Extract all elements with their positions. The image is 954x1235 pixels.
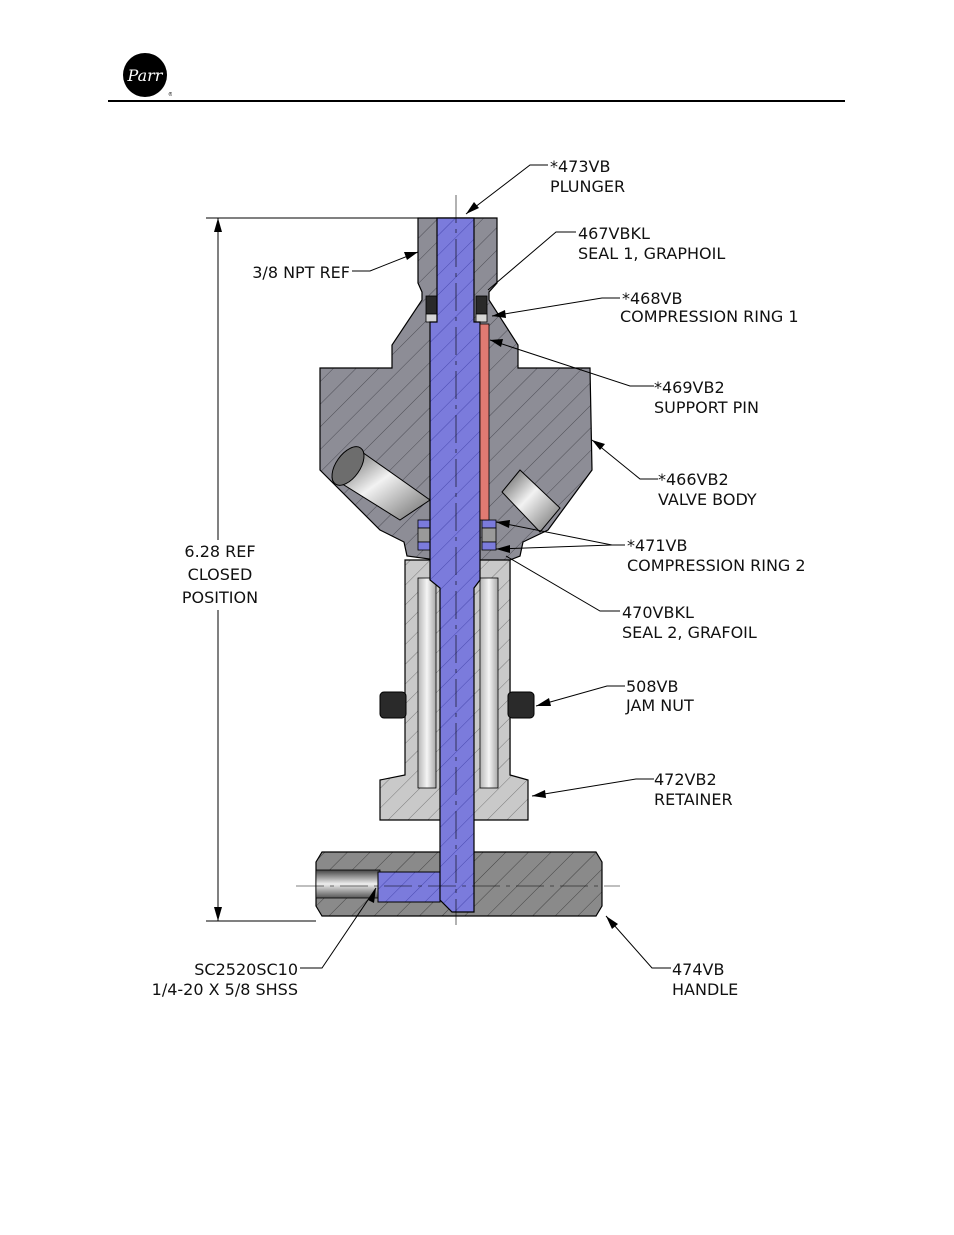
callout-retainer-desc: RETAINER [654,790,733,809]
callout-seal2-part: 470VBKL [622,603,694,622]
callout-screw-part: SC2520SC10 [194,960,298,979]
retainer-bore-right [480,578,498,788]
callout-body-desc: VALVE BODY [658,490,757,509]
seal-1-right [476,296,487,314]
jam-nut-left [380,692,406,718]
callout-handle-part: 474VB [672,960,724,979]
seal-2-right [482,528,496,542]
callout-cr2-desc: COMPRESSION RING 2 [627,556,806,575]
set-screw [378,872,440,902]
callout-plunger-part: *473VB [550,157,610,176]
callout-seal2-desc: SEAL 2, GRAFOIL [622,623,757,642]
callout-jamnut-desc: JAM NUT [625,696,694,715]
callout-retainer-part: 472VB2 [654,770,717,789]
handle-screw-bore [316,870,380,898]
callout-plunger-desc: PLUNGER [550,177,625,196]
callout-handle-desc: HANDLE [672,980,738,999]
retainer-bore-left [418,578,436,788]
compression-ring-1-right [476,314,487,322]
callout-pin-part: *469VB2 [654,378,725,397]
callout-pin-desc: SUPPORT PIN [654,398,759,417]
callout-screw-desc: 1/4-20 X 5/8 SHSS [152,980,298,999]
compression-ring-1-left [426,314,437,322]
callout-cr2-part: *471VB [627,536,687,555]
callout-cr1-desc: COMPRESSION RING 1 [620,307,799,326]
callout-jamnut-part: 508VB [626,677,678,696]
callout-seal1-part: 467VBKL [578,224,650,243]
dimension-line3: POSITION [182,588,258,607]
compression-ring-2a-right [482,520,496,528]
support-pin [480,324,489,520]
jam-nut-right [508,692,534,718]
callout-npt-part: 3/8 NPT REF [252,263,350,282]
callout-cr1-part: *468VB [622,289,682,308]
dimension-line1: 6.28 REF [184,542,255,561]
callout-body-part: *466VB2 [658,470,729,489]
seal-1-left [426,296,437,314]
dimension-line2: CLOSED [188,565,253,584]
callout-seal1-desc: SEAL 1, GRAPHOIL [578,244,725,263]
compression-ring-2b-right [482,542,496,550]
